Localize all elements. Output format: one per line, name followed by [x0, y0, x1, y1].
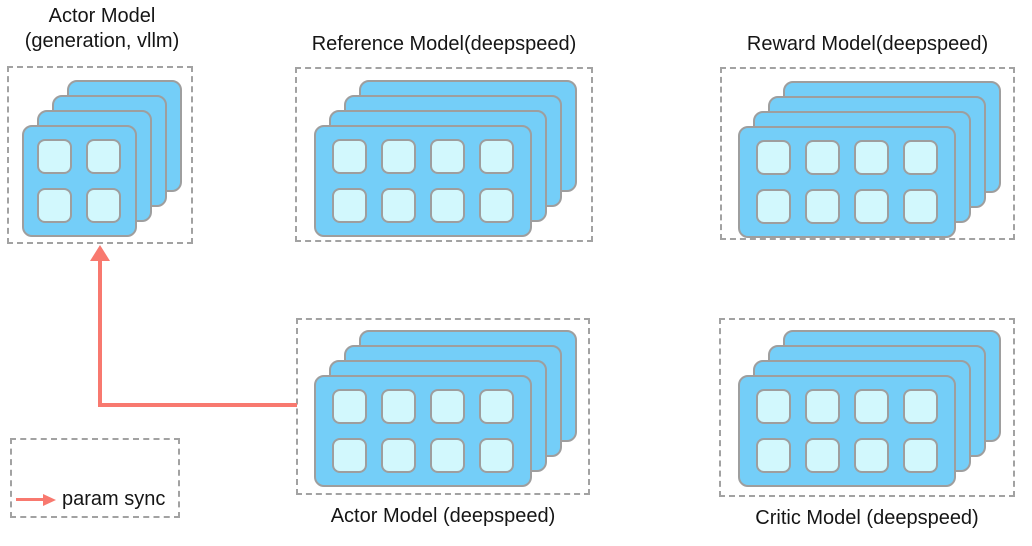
gpu-tile — [381, 389, 416, 424]
actor-deepspeed-label: Actor Model (deepspeed) — [330, 505, 556, 527]
param-sync-arrow-horizontal — [98, 403, 297, 407]
gpu-tile — [805, 389, 840, 424]
reference-model-box — [295, 67, 593, 242]
gpu-tile — [805, 189, 840, 224]
param-sync-legend-arrow-icon — [16, 498, 43, 501]
gpu-tile — [479, 389, 514, 424]
reference-model-title: Reference Model(deepspeed) — [311, 33, 577, 55]
gpu-tile — [37, 139, 72, 174]
gpu-tile — [479, 139, 514, 174]
param-sync-arrowhead-icon — [90, 245, 110, 261]
gpu-tile — [37, 188, 72, 223]
gpu-tile — [903, 389, 938, 424]
gpu-tile — [86, 139, 121, 174]
gpu-tile — [332, 188, 367, 223]
gpu-card-front — [22, 125, 137, 237]
gpu-tile — [479, 188, 514, 223]
gpu-tile — [756, 389, 791, 424]
gpu-tile — [805, 438, 840, 473]
gpu-tile — [430, 139, 465, 174]
gpu-card-front — [314, 125, 532, 237]
gpu-tile — [756, 189, 791, 224]
gpu-tile — [903, 140, 938, 175]
gpu-tile — [332, 438, 367, 473]
gpu-tile — [381, 188, 416, 223]
actor-vllm-box — [7, 66, 193, 244]
actor-vllm-title-line2: (generation, vllm) — [24, 30, 180, 52]
gpu-tile — [854, 140, 889, 175]
gpu-tile — [430, 389, 465, 424]
reward-model-title: Reward Model(deepspeed) — [746, 33, 989, 55]
gpu-tile — [332, 139, 367, 174]
reward-model-box — [720, 67, 1015, 240]
gpu-tile — [854, 189, 889, 224]
critic-model-box — [719, 318, 1015, 497]
gpu-tile — [86, 188, 121, 223]
critic-model-label: Critic Model (deepspeed) — [755, 507, 979, 529]
gpu-card-front — [738, 126, 956, 238]
gpu-tile — [381, 139, 416, 174]
gpu-tile — [479, 438, 514, 473]
legend-row: param sync — [16, 488, 165, 511]
gpu-tile — [854, 438, 889, 473]
gpu-tile — [854, 389, 889, 424]
gpu-tile — [903, 438, 938, 473]
gpu-tile — [903, 189, 938, 224]
legend-label: param sync — [62, 488, 166, 510]
gpu-tile — [381, 438, 416, 473]
gpu-tile — [332, 389, 367, 424]
gpu-tile — [756, 140, 791, 175]
gpu-card-front — [314, 375, 532, 487]
param-sync-legend-arrowhead-icon — [43, 493, 56, 506]
gpu-tile — [430, 188, 465, 223]
gpu-card-front — [738, 375, 956, 487]
actor-deepspeed-box — [296, 318, 590, 495]
gpu-tile — [805, 140, 840, 175]
gpu-tile — [430, 438, 465, 473]
gpu-tile — [756, 438, 791, 473]
param-sync-arrow-vertical — [98, 259, 102, 407]
legend-box: param sync — [10, 438, 180, 518]
actor-vllm-title: Actor Model (generation, vllm) — [7, 4, 197, 54]
actor-vllm-title-line1: Actor Model — [48, 5, 156, 27]
